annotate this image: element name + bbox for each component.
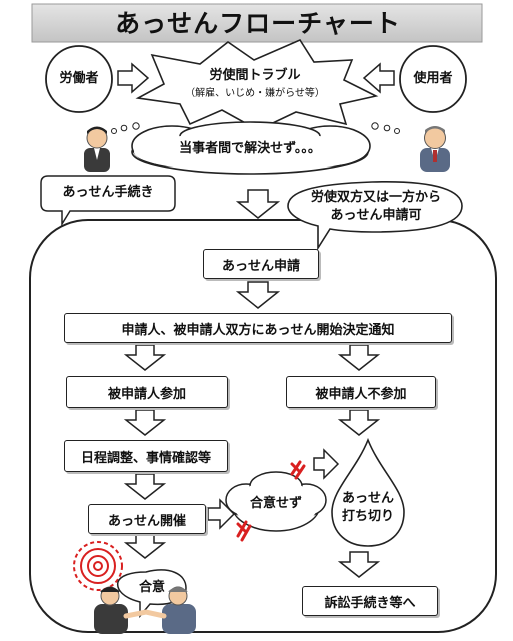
notice-box: 申請人、被申請人双方にあっせん開始決定通知: [64, 313, 452, 343]
lawsuit-box: 訴訟手続き等へ: [302, 586, 438, 616]
participate-box: 被申請人参加: [66, 376, 228, 408]
terminate-line2: 打ち切り: [341, 508, 394, 524]
unresolved-label: 当事者間で解決せず。。。: [179, 140, 321, 156]
arrow-down: [235, 189, 281, 219]
not-participate-box: 被申請人不参加: [286, 376, 436, 408]
arrow-worker-to-trouble: [117, 62, 150, 94]
apply-note-line1: 労使双方又は一方から: [310, 189, 441, 205]
agreement-bubble: [116, 569, 187, 619]
thought-dot: [383, 124, 391, 132]
adjust-box: 日程調整、事情確認等: [64, 440, 228, 472]
arrow-down: [337, 344, 381, 371]
handshake-icon: [94, 586, 196, 634]
terminate-drop: [331, 437, 405, 547]
application-box: あっせん申請: [203, 249, 319, 279]
arrow-down: [337, 409, 381, 436]
agreement-label: 合意: [138, 579, 165, 595]
thought-dot: [371, 122, 379, 130]
employer-circle: [399, 45, 467, 113]
held-box: あっせん開催: [88, 504, 206, 534]
procedure-label: あっせん手続き: [62, 184, 154, 200]
worker-figure-icon: [84, 126, 110, 172]
no-agreement-label: 合意せず: [249, 495, 302, 511]
procedure-frame: [29, 219, 497, 633]
worker-label: 労働者: [59, 70, 99, 86]
trouble-label: 労使間トラブル: [209, 67, 301, 83]
arrow-down: [123, 532, 167, 559]
page-title: あっせんフローチャート: [115, 9, 401, 38]
arrow-down: [337, 551, 381, 578]
arrow-down: [235, 281, 281, 309]
anger-mark-icon: [236, 460, 306, 542]
worker-circle: [45, 45, 113, 113]
apply-note-line2: あっせん申請可: [330, 207, 422, 223]
celebration-swirl-icon: [73, 541, 123, 591]
thought-dot: [120, 124, 128, 132]
arrow-right: [207, 498, 236, 530]
arrow-down: [123, 473, 167, 500]
thought-dot: [111, 128, 117, 134]
employer-figure-icon: [420, 126, 450, 172]
trouble-burst: [135, 38, 379, 131]
arrow-down: [123, 344, 167, 371]
arrow-down: [123, 409, 167, 436]
thought-dot: [394, 128, 400, 134]
arrow-right: [313, 448, 340, 480]
title-band: [31, 3, 483, 43]
apply-note-bubble: [287, 180, 463, 251]
arrow-employer-to-trouble: [362, 62, 395, 94]
procedure-callout: [40, 175, 176, 227]
terminate-line1: あっせん: [341, 490, 394, 506]
thought-dot: [132, 122, 140, 130]
employer-label: 使用者: [413, 70, 453, 86]
trouble-sub-label: （解雇、いじめ・嫌がらせ等）: [185, 87, 325, 99]
